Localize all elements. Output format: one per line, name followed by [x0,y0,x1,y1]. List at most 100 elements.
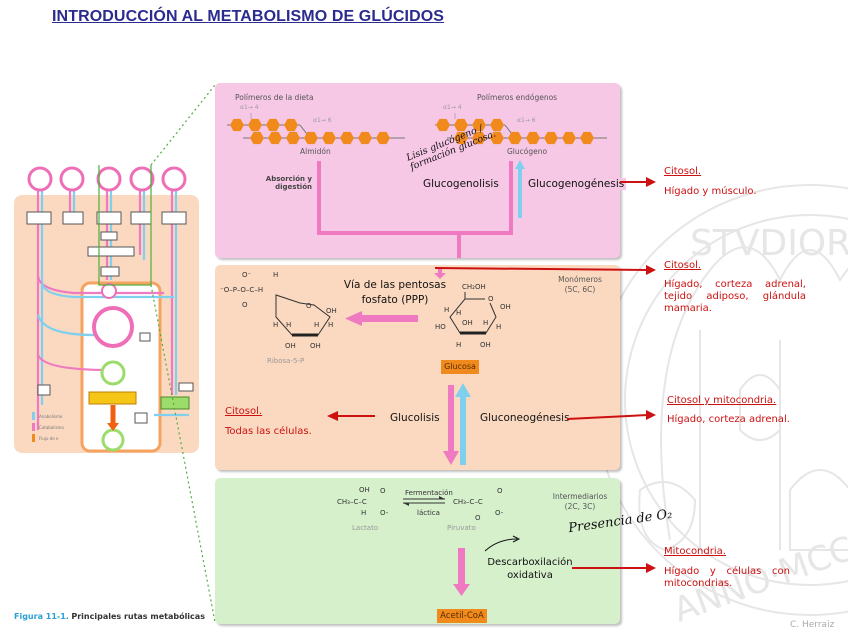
endogenous-polymers-label: Polímeros endógenos [477,93,558,102]
glucose-unit-hexagon [490,131,504,145]
glucose-unit-hexagon [472,118,486,132]
monomers-label: Monómeros (5C, 6C) [558,275,602,294]
acetyl-coa-box: Acetil-CoA [437,609,487,623]
glycolysis-gluconeogenesis-arrows [443,383,471,465]
glucose-unit-hexagon [248,118,262,132]
glycogenesis-location: Citosol. [664,166,702,177]
svg-text:H: H [286,321,291,329]
glucose-unit-hexagon [340,131,354,145]
ppp-arrow [345,311,418,326]
fermentation-top-label: Fermentación [405,489,453,497]
glucose-unit-hexagon [358,131,372,145]
gluconeogenesis-label: Gluconeogénesis [480,412,570,424]
thumbnail-highlight-box [98,165,152,286]
svg-text:H: H [456,309,461,317]
handwritten-arrow [484,535,521,552]
glycogen-bond-16-label: α1→ 6 [517,117,536,124]
fermentation-bottom-label: láctica [417,509,440,517]
metabolism-overview-thumbnail: Anabolismo Catabolismo Flujo de e [14,165,199,453]
glycogen-label: Glucógeno [507,147,548,156]
legend-electron-flow: Flujo de e [39,436,59,441]
starch-bond-14-label: α1→ 4 [240,104,259,111]
glucose-unit-hexagon [490,118,504,132]
gluconeogenesis-tissues: Hígado, corteza adrenal. [667,414,790,425]
svg-text:O-: O- [495,509,504,517]
glucose-unit-hexagon [268,131,282,145]
glucose-unit-hexagon [472,131,486,145]
polymers-panel: Polímeros de la dieta Polímeros endógeno… [215,83,627,258]
thumbnail-legend: Anabolismo Catabolismo Flujo de e [32,412,64,442]
glucose-unit-hexagon [250,131,264,145]
pyruvate-label: Piruvato [447,524,476,532]
glucose-unit-hexagon [266,118,280,132]
svg-text:O-: O- [380,509,389,517]
svg-text:O: O [488,295,494,303]
legend-catabolism: Catabolismo [39,425,64,430]
glucose-unit-hexagon [508,131,522,145]
svg-text:H: H [496,323,501,331]
svg-text:H: H [273,321,278,329]
legend-anabolism: Anabolismo [39,414,63,419]
decarboxylation-tissues: Hígado y células con mitocondrias. [664,566,790,589]
svg-text:CH₃–C–C: CH₃–C–C [453,498,483,506]
glycogenolysis-label: Glucogenolisis [423,178,499,190]
university-seal-watermark: STVDIORV ANNO·MCCLX [594,184,848,630]
svg-text:H: H [444,306,449,314]
glucose-unit-hexagon [454,131,468,145]
svg-text:STVDIORV: STVDIORV [690,223,848,264]
svg-text:H: H [483,319,488,327]
svg-text:OH: OH [326,307,337,315]
author-label: C. Herraiz [790,620,835,630]
svg-text:H: H [273,271,278,279]
svg-text:H: H [361,509,366,517]
glucose-unit-hexagon [526,131,540,145]
svg-text:O⁻: O⁻ [242,271,252,279]
svg-text:H: H [314,321,319,329]
glycolysis-tissues: Todas las células. [225,426,312,437]
svg-text:OH: OH [480,341,491,349]
glucose-unit-hexagon [580,131,594,145]
svg-text:H: H [328,321,333,329]
svg-text:O: O [380,487,386,495]
starch-label: Almidón [300,147,331,156]
glucose-unit-hexagon [286,131,300,145]
svg-text:O: O [475,514,481,522]
ribose-label: Ribosa-5-P [267,357,305,365]
glucose-unit-hexagon [454,118,468,132]
decarboxylation-location: Mitocondria. [664,546,726,557]
glucose-unit-hexagon [304,131,318,145]
ppp-tissues: Hígado, corteza adrenal, tejido adiposo,… [664,279,806,314]
glucose-unit-hexagon [284,118,298,132]
absorption-digestion-label: Absorción y digestión [265,175,312,191]
glucose-unit-hexagon [544,131,558,145]
glucose-unit-hexagon [376,131,390,145]
slide-title: INTRODUCCIÓN AL METABOLISMO DE GLÚCIDOS [52,8,445,25]
polymer-chains: α1→ 4 α1→ 6 α1→ 4 α1→ 6 [227,104,607,145]
catabolism-path [317,161,513,235]
ppp-label: Vía de las pentosas fosfato (PPP) [343,279,447,306]
svg-text:OH: OH [359,486,370,494]
glycolysis-label: Glucolisis [390,412,440,424]
decarboxylation-arrow [453,548,470,596]
svg-text:O: O [306,302,312,310]
svg-text:CH₂OH: CH₂OH [462,283,486,291]
intermediates-label: Intermediarios (2C, 3C) [552,492,608,511]
svg-text:OH: OH [462,319,473,327]
glycogenesis-tissues: Hígado y músculo. [664,186,757,197]
svg-text:OH: OH [310,342,321,350]
gluconeogenesis-location: Citosol y mitocondria. [667,395,777,406]
glycolysis-note-arrow [327,411,375,421]
glycogenesis-label: Glucogenogénesis [528,178,627,190]
glucose-box: Glucosa [441,360,479,374]
figure-number: Figura 11-1. [14,612,69,621]
glucose-unit-hexagon [230,118,244,132]
svg-text:CH₃–C–C: CH₃–C–C [337,498,367,506]
figure-caption-text: Principales rutas metabólicas [71,612,205,621]
glycolysis-location: Citosol. [225,406,263,417]
glucose-unit-hexagon [562,131,576,145]
polymer-arrows [317,160,525,258]
lactate-label: Lactato [352,524,379,532]
